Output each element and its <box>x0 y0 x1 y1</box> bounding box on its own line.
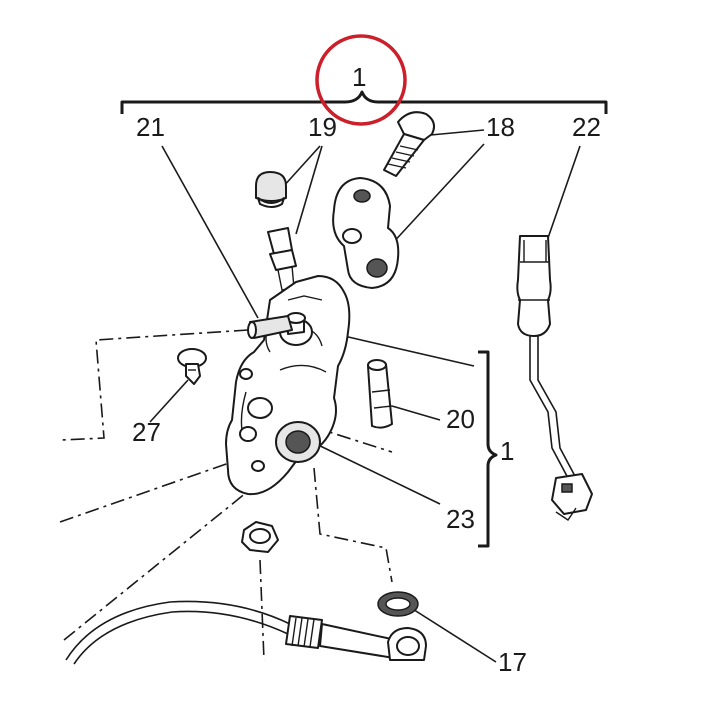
caliper-body-main <box>225 275 351 496</box>
callout-22: 22 <box>572 112 601 142</box>
assembly-top-brace <box>120 90 608 114</box>
washer-17 <box>377 591 419 617</box>
pin-21 <box>247 315 293 339</box>
callout-19: 19 <box>308 112 337 142</box>
hex-nut <box>241 521 279 553</box>
banjo-fitting-17 <box>387 627 427 661</box>
callout-23: 23 <box>446 504 475 534</box>
clip-27 <box>177 348 207 385</box>
callout-20: 20 <box>446 404 475 434</box>
switch-22 <box>516 235 593 521</box>
callout-1-top: 1 <box>352 62 366 92</box>
assembly-side-brace <box>478 350 498 548</box>
cap-19 <box>255 171 287 208</box>
callout-18: 18 <box>486 112 515 142</box>
callout-17: 17 <box>498 647 527 677</box>
bolt-18 <box>383 111 435 177</box>
highlight-circle <box>315 34 407 126</box>
callout-1-side: 1 <box>500 436 514 466</box>
brake-hose <box>65 600 397 665</box>
callout-27: 27 <box>132 417 161 447</box>
bracket-18 <box>332 177 400 289</box>
callout-21: 21 <box>136 112 165 142</box>
bleed-nipple-19 <box>267 227 297 291</box>
bush-20 <box>367 359 393 429</box>
axis-lines <box>59 329 393 661</box>
